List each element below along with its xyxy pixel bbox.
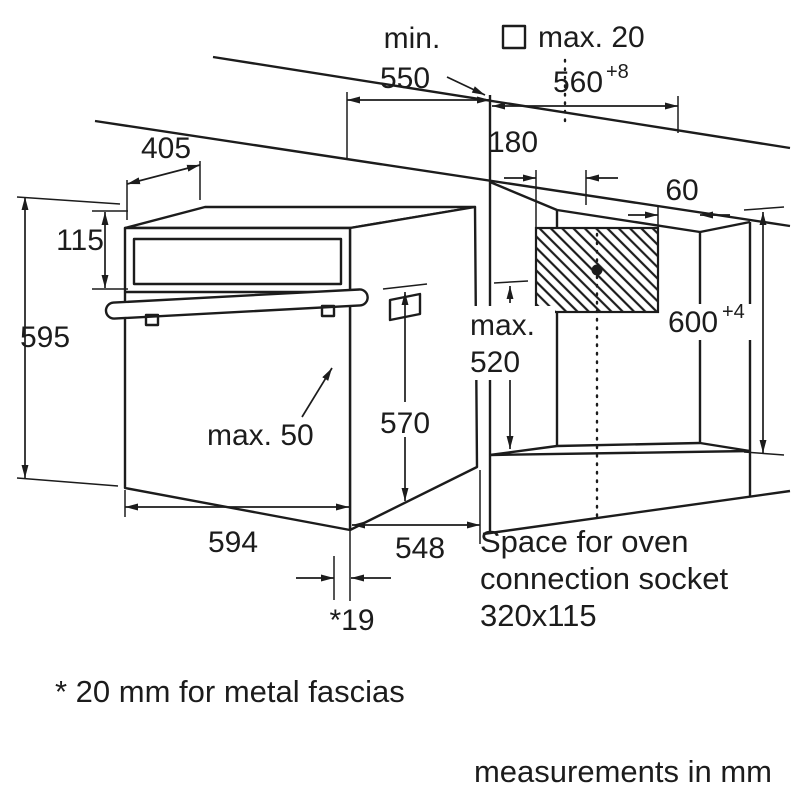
- cabinet-bottom-front-edge: [482, 489, 791, 536]
- dim-600-tolerance: +4: [722, 301, 745, 323]
- dim-550-label: 550: [380, 62, 430, 95]
- dim-19-label: *19: [329, 604, 374, 637]
- dim-594-label: 594: [208, 526, 258, 559]
- control-panel-inner: [132, 237, 343, 286]
- ref-tick: [382, 283, 428, 290]
- leader-arrow: [446, 76, 486, 96]
- dim-600-label: 600: [668, 306, 718, 339]
- socket-note-line-3: 320x115: [480, 598, 597, 633]
- dim-60-label: 60: [665, 174, 698, 207]
- counter-top-front-edge: [94, 119, 791, 228]
- dim-115: 115: [56, 210, 128, 290]
- socket-note: Space for oven connection socket 320x115: [480, 524, 729, 633]
- dim-600: 600 +4: [660, 206, 785, 456]
- handle-bracket-left: [144, 313, 160, 327]
- niche-floor-right-edge: [699, 441, 751, 453]
- door-handle: [104, 288, 369, 320]
- dim-570: 570: [380, 283, 431, 501]
- socket-point: [591, 264, 603, 276]
- socket-note-line-1: Space for oven: [480, 524, 689, 559]
- dim-max50-label: max. 50: [207, 419, 314, 452]
- dim-560-tolerance: +8: [606, 61, 629, 83]
- socket-note-line-2: connection socket: [480, 561, 729, 596]
- units-note: measurements in mm: [474, 754, 772, 789]
- dim-180: 180: [488, 126, 618, 227]
- socket-space: [534, 226, 660, 520]
- oven-front-face: [123, 226, 352, 532]
- dim-max-word: max.: [470, 309, 535, 342]
- oven-side-face: [348, 205, 479, 532]
- dim-560: 560 +8: [492, 61, 679, 133]
- niche-floor-front-edge: [489, 449, 751, 457]
- dim-548-label: 548: [395, 532, 445, 565]
- label-backdrop: [660, 304, 758, 340]
- dim-min-word: min.: [384, 22, 441, 55]
- niche-back-top-edge: [556, 208, 701, 234]
- dim-405: 405: [126, 132, 201, 220]
- side-vent: [388, 292, 422, 322]
- dim-line: [126, 164, 201, 185]
- ext-line-1: [743, 206, 785, 211]
- dim-max-520: max. 520: [463, 280, 555, 449]
- ref-tick: [493, 280, 529, 284]
- label-backdrop: [463, 306, 555, 380]
- dim-570-label: 570: [380, 407, 430, 440]
- oven: [104, 205, 479, 532]
- dim-115-label: 115: [56, 224, 104, 257]
- dim-594: 594: [124, 490, 351, 601]
- leader-arrow: [301, 367, 333, 418]
- dim-max-20: max. 20: [501, 21, 645, 125]
- niche-floor-left-edge: [489, 444, 558, 457]
- dim-60: 60: [628, 174, 730, 230]
- ext-line-1: [16, 196, 121, 205]
- dim-19: *19: [296, 556, 391, 637]
- fascia-footnote: * 20 mm for metal fascias: [55, 674, 405, 709]
- dim-520-label: 520: [470, 346, 520, 379]
- counter-top-back-edge: [212, 55, 791, 150]
- label-backdrop: [381, 406, 431, 437]
- dim-548: 548: [352, 470, 481, 565]
- dim-max-50: max. 50: [207, 367, 333, 452]
- niche-back-bottom-edge: [556, 441, 701, 448]
- dim-405-label: 405: [141, 132, 191, 165]
- niche-top-left-inner-edge: [489, 180, 558, 212]
- dim-560-label: 560: [553, 66, 603, 99]
- dim-max20-label: max. 20: [538, 21, 645, 54]
- dim-180-label: 180: [488, 126, 538, 159]
- dim-min-550: min. 550: [346, 22, 490, 158]
- ext-line-2: [16, 477, 119, 487]
- dim-595-label: 595: [20, 321, 70, 354]
- dim-595: 595: [16, 196, 121, 487]
- square-symbol: [501, 24, 527, 50]
- niche-top-right-inner-edge: [699, 220, 751, 234]
- handle-bracket-right: [320, 304, 336, 318]
- ext-line-2: [743, 451, 785, 456]
